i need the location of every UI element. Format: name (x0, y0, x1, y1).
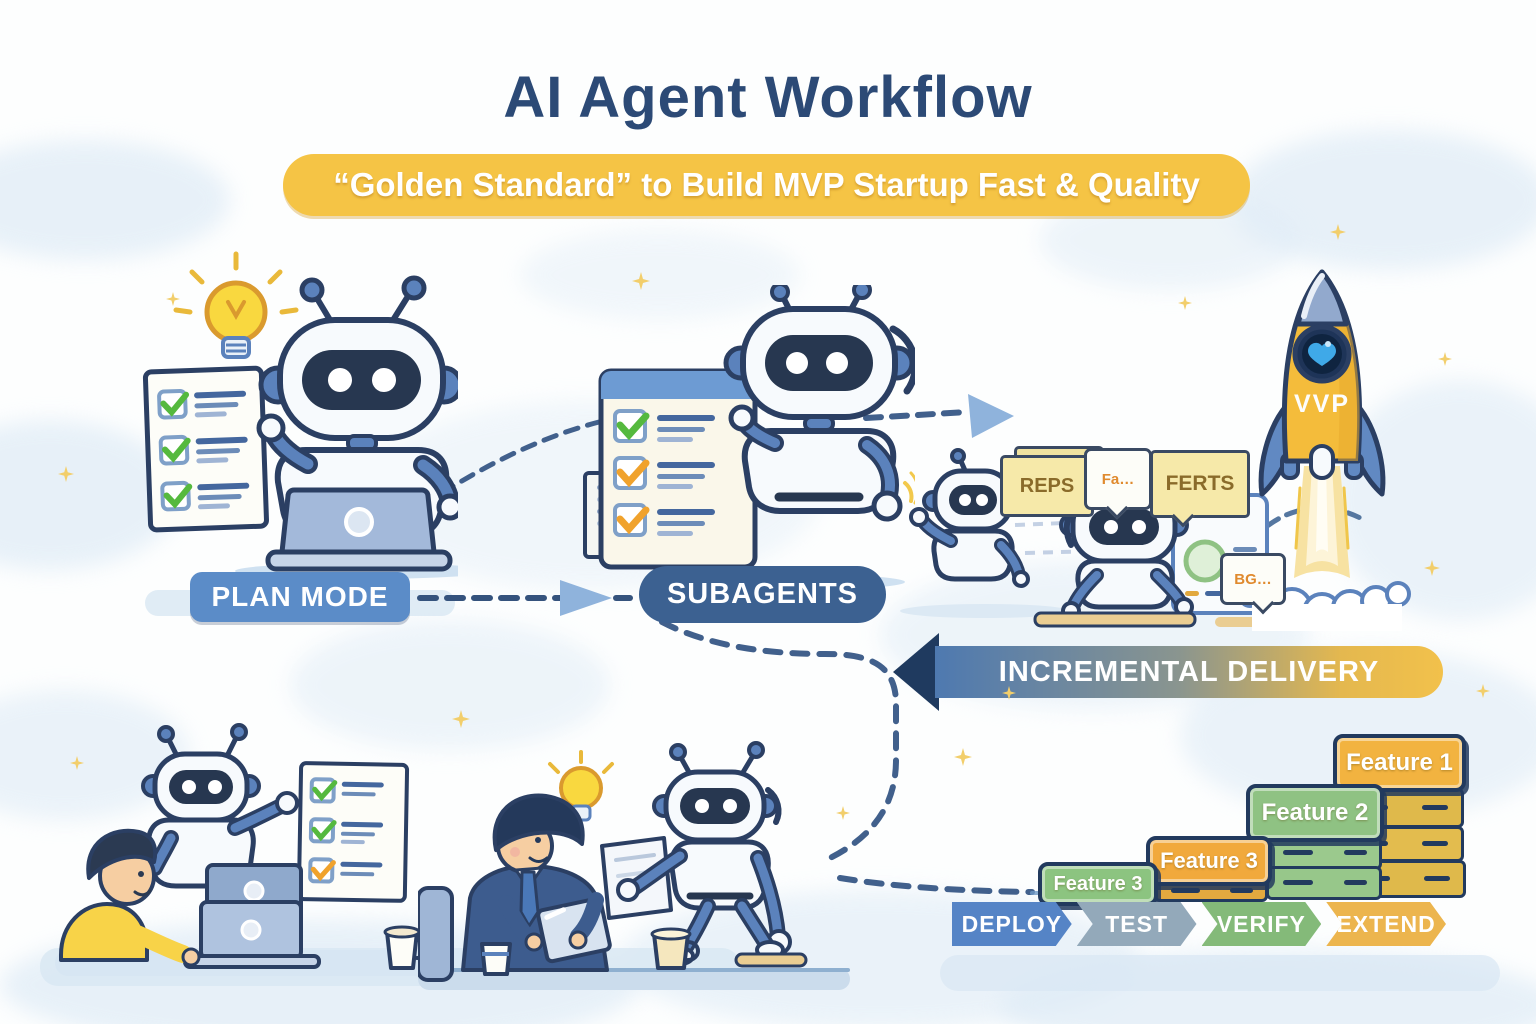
speech-bubble-ferts-text: FERTS (1165, 472, 1235, 495)
arrowhead (560, 580, 612, 616)
laptop-icon (183, 900, 321, 969)
connector-plan-subagents (417, 580, 641, 616)
incremental-delivery-banner: INCREMENTAL DELIVERY (935, 646, 1443, 698)
process-step-test: TEST (1077, 902, 1197, 946)
rocket-flame (1294, 466, 1350, 578)
feature-2-label: Feature 2 (1261, 799, 1369, 826)
subagent-robot-scene (583, 285, 915, 589)
speech-bubble-card: BG… (1220, 553, 1286, 605)
chair (418, 886, 454, 982)
process-bar: DEPLOY TEST VERIFY EXTEND (952, 902, 1446, 946)
feature-3b-label: Feature 3 (1053, 872, 1143, 895)
person-illustration (59, 828, 201, 967)
plan-checklist (142, 365, 269, 533)
speech-bubble-card-text: BG… (1234, 570, 1272, 588)
process-step-deploy: DEPLOY (952, 902, 1072, 946)
feature-3-label: Feature 3 (1160, 848, 1258, 873)
feature-stack: Feature 1 Feature 2 Feature 3 Feature 3 (1028, 726, 1468, 906)
feature-1-label: Feature 1 (1346, 749, 1453, 776)
subagents-badge: SUBAGENTS (639, 566, 886, 623)
process-step-label: DEPLOY (961, 910, 1063, 937)
rocket-label: VVP (1294, 390, 1350, 418)
review-scene (55, 723, 445, 976)
feature-1-block: Feature 1 (1333, 734, 1466, 792)
robot-icon (909, 448, 1030, 588)
subagents-label: SUBAGENTS (666, 578, 859, 610)
cloud-shape (520, 230, 800, 320)
speech-bubble-reps: REPS (1000, 455, 1094, 517)
rocket-scene: VVP (1238, 269, 1411, 631)
process-step-verify: VERIFY (1202, 902, 1322, 946)
connector-subagents-loop (659, 619, 1035, 895)
feature-stack-block (1266, 866, 1382, 900)
worker-robots-scene (900, 448, 1275, 628)
feature-3b-block: Feature 3 (1038, 862, 1158, 906)
process-step-label: VERIFY (1216, 910, 1306, 937)
speech-bubble-ferts: FERTS (1150, 450, 1250, 518)
cloud-shape (0, 140, 230, 260)
sparkle-icon (1178, 296, 1192, 310)
coffee-cup-icon (650, 927, 700, 970)
lightbulb-icon (173, 251, 299, 359)
subtitle-text: “Golden Standard” to Build MVP Startup F… (333, 166, 1200, 203)
robot-icon (616, 741, 808, 968)
handoff-scene (418, 741, 850, 990)
incremental-delivery-label: INCREMENTAL DELIVERY (998, 655, 1380, 688)
feature-3-block: Feature 3 (1146, 836, 1272, 886)
plan-mode-label: PLAN MODE (211, 581, 389, 612)
laptop-icon (265, 487, 453, 572)
rocket-icon: VVP (1258, 269, 1386, 497)
process-step-extend: EXTEND (1326, 902, 1446, 946)
coffee-cup-icon (480, 942, 512, 976)
speech-bubble-reps-text: REPS (1019, 474, 1075, 497)
speech-bubble-middle: Fa… (1084, 448, 1152, 510)
desk-pad (1033, 611, 1197, 628)
lightbulb-icon (548, 750, 614, 822)
process-step-label: TEST (1105, 910, 1169, 937)
plan-robot-scene (142, 251, 458, 579)
robot-icon (141, 723, 299, 889)
process-step-label: EXTEND (1336, 910, 1436, 937)
robot-icon (723, 285, 915, 522)
review-checklist (296, 761, 410, 903)
feature-2-block: Feature 2 (1246, 784, 1384, 842)
arrowhead (968, 394, 1014, 438)
delivery-arrowhead-icon (893, 633, 939, 711)
page-title: AI Agent Workflow (503, 65, 1033, 130)
connector-robot-workers (863, 394, 1014, 438)
speech-bubble-middle-text: Fa… (1101, 470, 1135, 488)
ground-band (940, 955, 1500, 991)
subtitle-banner: “Golden Standard” to Build MVP Startup F… (283, 154, 1250, 216)
task-tablet (598, 368, 758, 570)
plan-mode-badge: PLAN MODE (190, 572, 410, 622)
cloud-shape (290, 620, 610, 750)
